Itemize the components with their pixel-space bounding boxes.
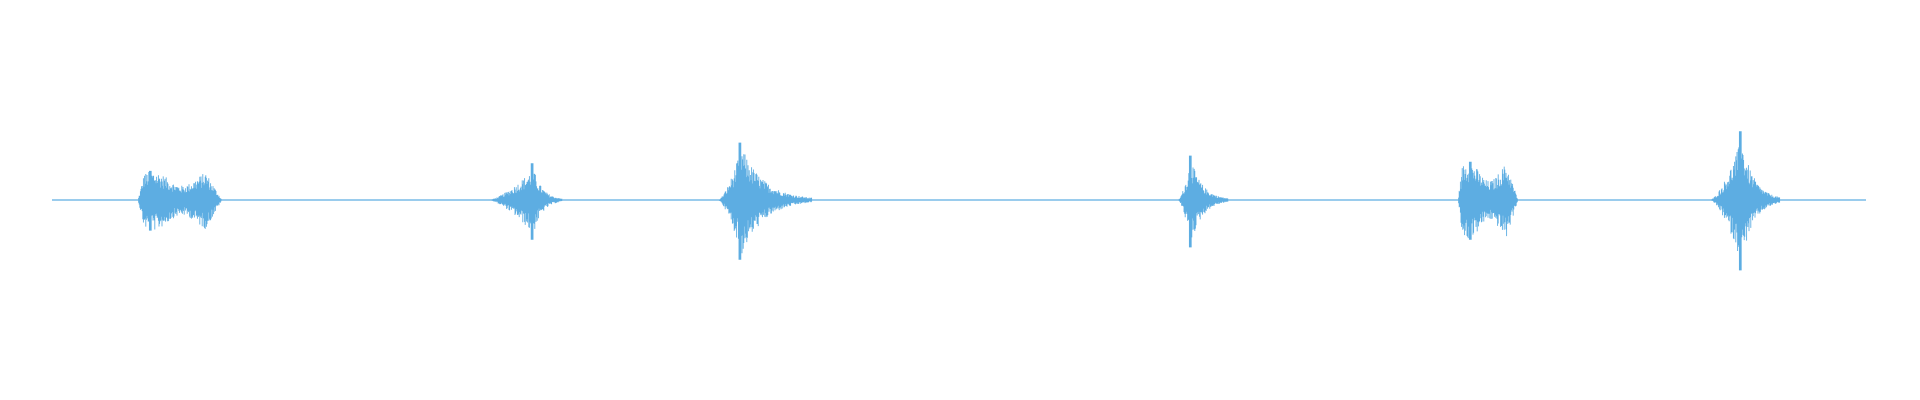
waveform-burst-6-path (1710, 131, 1781, 271)
waveform-burst-3 (718, 142, 813, 260)
waveform-burst-4 (1178, 155, 1229, 248)
waveform-burst-5 (1458, 161, 1518, 240)
waveform-burst-2-path (488, 163, 563, 240)
waveform-burst-1-path (138, 170, 222, 231)
waveform-burst-5-path (1458, 161, 1518, 240)
waveform-burst-2 (488, 163, 563, 240)
waveform-burst-4-path (1178, 155, 1229, 248)
waveform-burst-6 (1710, 131, 1781, 271)
waveform-burst-3-path (718, 142, 813, 260)
waveform-burst-1 (138, 170, 222, 231)
